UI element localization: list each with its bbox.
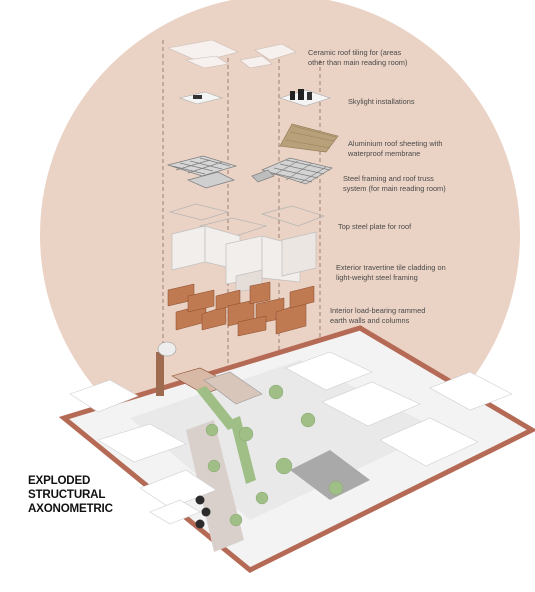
label-steel-plate: Top steel plate for roof (338, 222, 412, 231)
layer-steel-framing (166, 155, 333, 189)
label-travertine-cladding: Exterior travertine tile cladding on lig… (336, 263, 446, 282)
label-rammed-earth-walls: Interior load-bearing rammed earth walls… (330, 306, 426, 325)
label-ceramic-roof-tiling: Ceramic roof tiling for (areas other tha… (308, 48, 408, 67)
diagram-title: EXPLODED STRUCTURAL AXONOMETRIC (28, 474, 113, 515)
label-skylights: Skylight installations (348, 97, 415, 106)
layer-travertine-cladding (171, 225, 317, 293)
layer-ceramic-roof-tiling (166, 39, 297, 69)
layer-skylights (178, 89, 331, 107)
layer-aluminium-roof (279, 123, 339, 153)
layer-rammed-earth-walls (167, 281, 315, 337)
label-aluminium-roof: Aluminium roof sheeting with waterproof … (348, 139, 443, 158)
label-steel-framing: Steel framing and roof truss system (for… (343, 174, 446, 193)
site-plan-base (58, 325, 535, 573)
